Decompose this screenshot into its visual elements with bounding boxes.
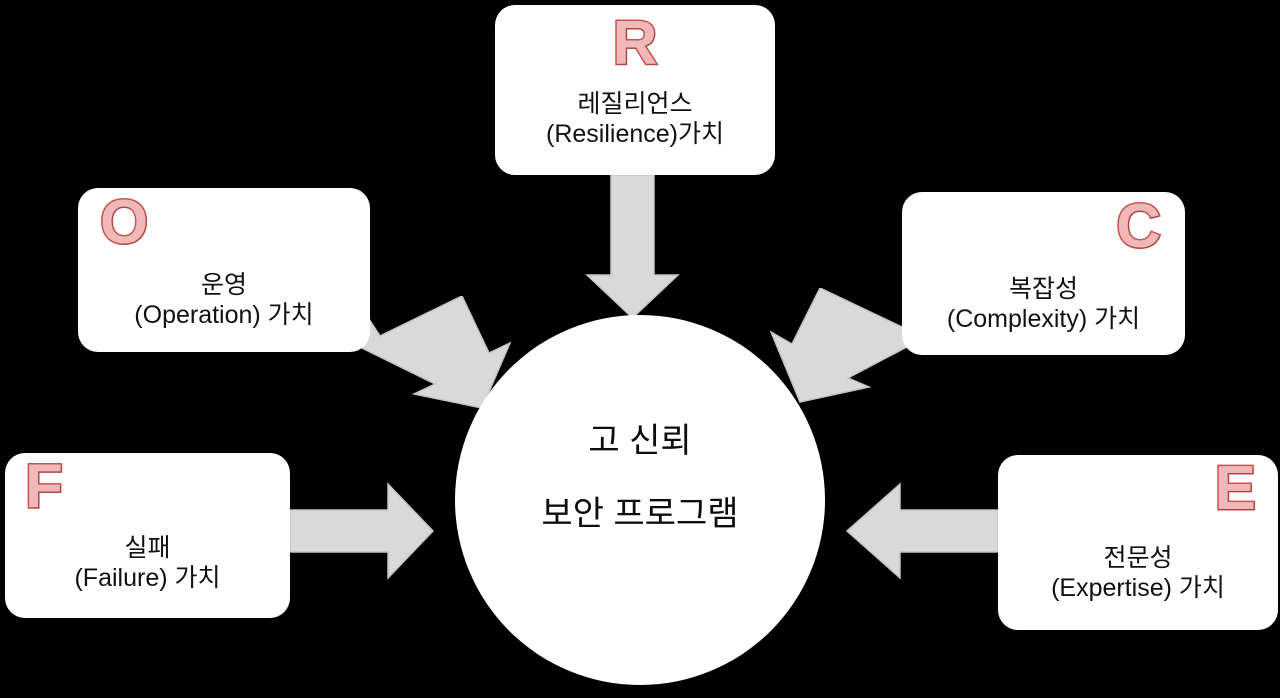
letter-c-icon: C bbox=[1115, 192, 1163, 261]
arrow-left-expertise bbox=[845, 482, 998, 580]
letter-o-icon: O bbox=[98, 188, 149, 257]
card-resilience-label: 레질리언스 (Resilience)가치 bbox=[546, 90, 724, 148]
arrow-down-resilience bbox=[585, 175, 680, 320]
card-complexity[interactable]: C 복잡성 (Complexity) 가치 bbox=[902, 192, 1185, 355]
card-operation-label: 운영 (Operation) 가치 bbox=[134, 271, 314, 329]
center-text: 고 신뢰 보안 프로그램 bbox=[455, 422, 825, 534]
center-line-2: 보안 프로그램 bbox=[541, 495, 739, 534]
arrow-down-right-operation bbox=[357, 296, 512, 409]
card-failure-label: 실패 (Failure) 가치 bbox=[74, 534, 221, 592]
card-expertise-label: 전문성 (Expertise) 가치 bbox=[1051, 544, 1225, 602]
card-expertise[interactable]: E 전문성 (Expertise) 가치 bbox=[998, 455, 1278, 630]
card-failure[interactable]: F 실패 (Failure) 가치 bbox=[5, 453, 290, 618]
arrow-right-failure bbox=[290, 482, 435, 580]
letter-r-icon: R bbox=[611, 9, 659, 78]
letter-e-icon: E bbox=[1213, 454, 1257, 523]
card-resilience[interactable]: R 레질리언스 (Resilience)가치 bbox=[495, 5, 775, 175]
center-line-1: 고 신뢰 bbox=[588, 422, 692, 460]
arrow-down-left-complexity bbox=[770, 288, 924, 403]
card-operation[interactable]: O 운영 (Operation) 가치 bbox=[78, 188, 370, 352]
center-circle: 고 신뢰 보안 프로그램 bbox=[455, 315, 825, 685]
letter-f-icon: F bbox=[24, 452, 65, 521]
card-complexity-label: 복잡성 (Complexity) 가치 bbox=[946, 275, 1141, 333]
